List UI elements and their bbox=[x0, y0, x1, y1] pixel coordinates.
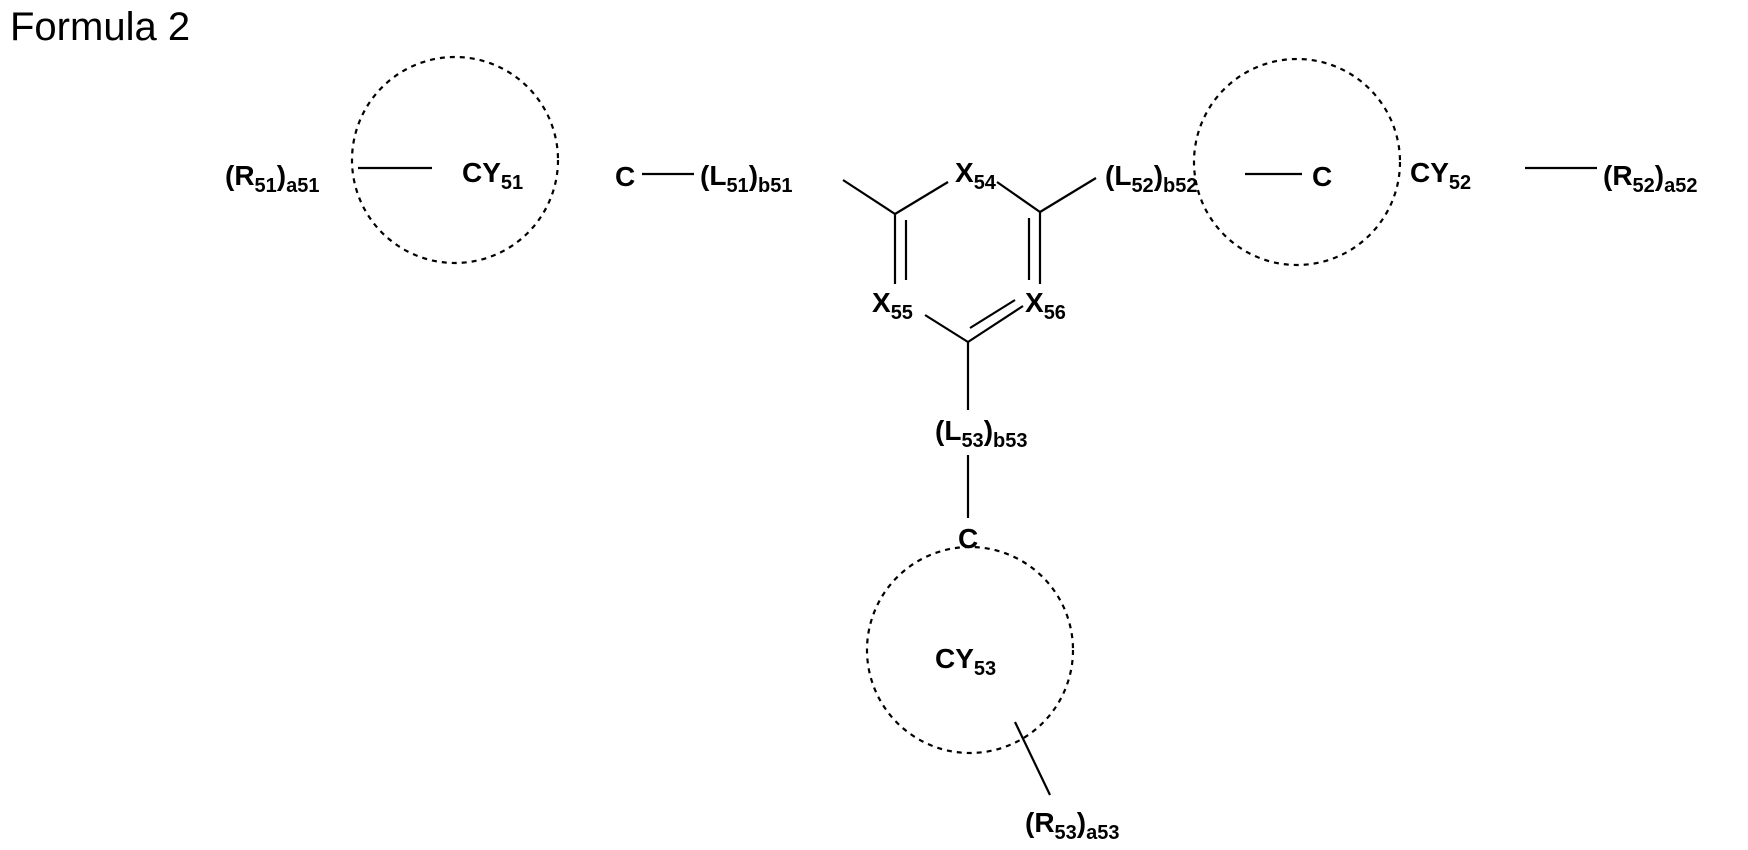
formula-title: Formula 2 bbox=[10, 5, 190, 49]
bond-l51-ring-c bbox=[843, 180, 895, 214]
label-r53: (R53)a53 bbox=[1025, 807, 1120, 844]
bond-x55-c bbox=[925, 315, 968, 342]
ring-cy52 bbox=[1194, 59, 1400, 265]
bond-ring-r53 bbox=[1015, 722, 1050, 795]
bond-x54-c bbox=[997, 182, 1040, 212]
label-x55: X55 bbox=[872, 287, 913, 324]
label-c53: C bbox=[958, 523, 978, 554]
label-l52: (L52)b52 bbox=[1105, 160, 1197, 197]
label-r52: (R52)a52 bbox=[1603, 160, 1698, 197]
label-c52: C bbox=[1312, 161, 1332, 192]
bond-c-x54 bbox=[895, 182, 948, 214]
bond-c-l52 bbox=[1040, 178, 1096, 212]
bond-c-x56-b2 bbox=[970, 300, 1015, 328]
label-c51: C bbox=[615, 161, 635, 192]
label-x56: X56 bbox=[1025, 287, 1066, 324]
ring-cy51 bbox=[352, 57, 558, 263]
label-cy51: CY51 bbox=[462, 157, 523, 194]
label-cy52: CY52 bbox=[1410, 157, 1471, 194]
label-l53: (L53)b53 bbox=[935, 415, 1027, 452]
label-cy53: CY53 bbox=[935, 643, 996, 680]
label-r51: (R51)a51 bbox=[225, 160, 320, 197]
label-l51: (L51)b51 bbox=[700, 160, 792, 197]
label-x54: X54 bbox=[955, 157, 997, 194]
